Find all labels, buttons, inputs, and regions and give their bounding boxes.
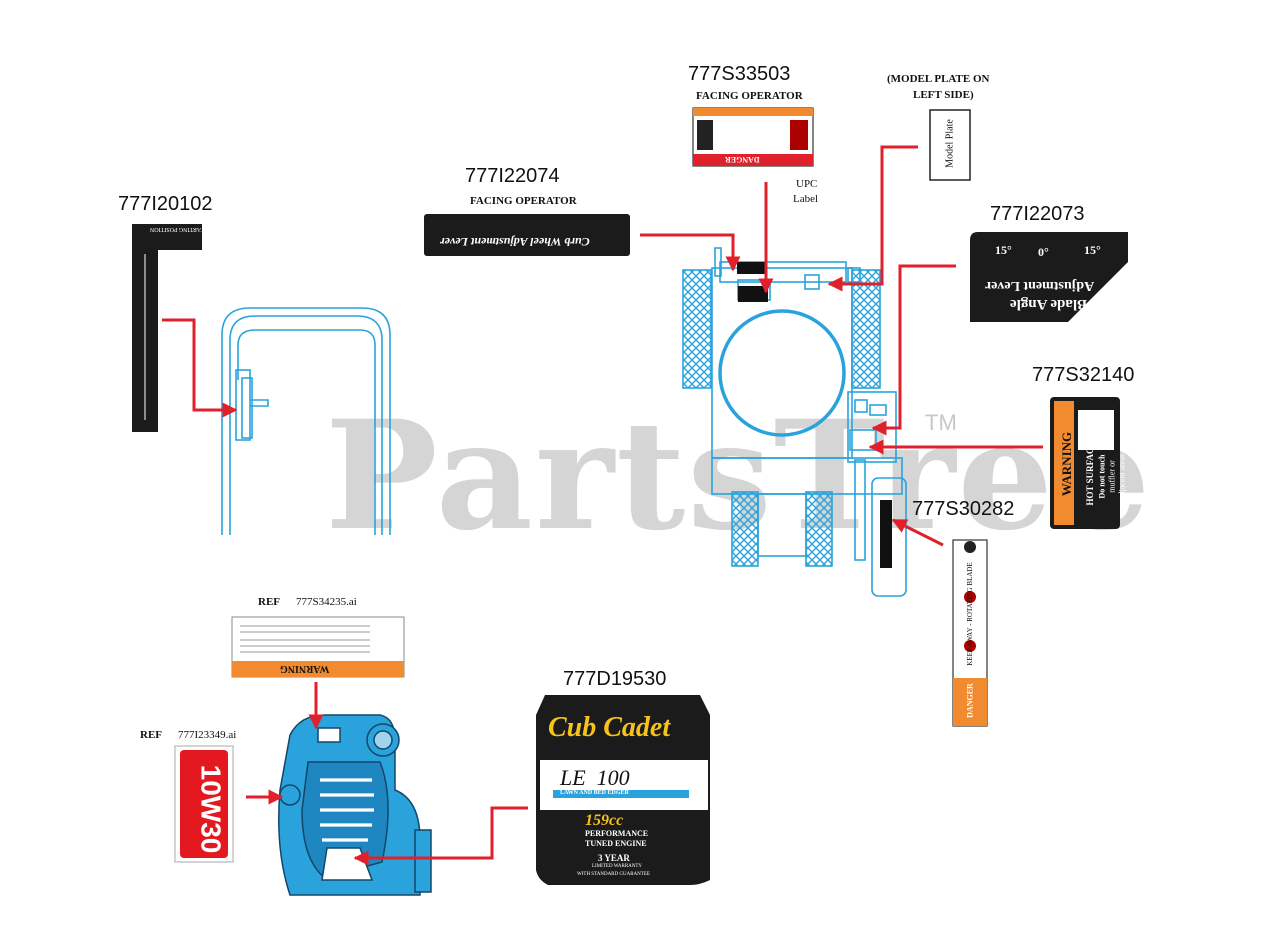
- ref-prefix-1: REF: [258, 596, 280, 608]
- model-plate-text: Model Plate: [944, 119, 956, 168]
- angle-center-text: 0°: [1038, 245, 1049, 259]
- part-number-777D19530: 777D19530: [563, 668, 667, 690]
- part-number-777I22073: 777I22073: [990, 203, 1085, 225]
- model-plate-note-line1: (MODEL PLATE ON: [887, 73, 990, 85]
- trademark-symbol: TM: [925, 410, 957, 435]
- decal-keep-away: [952, 539, 988, 727]
- facing-operator-slot: [738, 286, 768, 302]
- danger-text-side: DANGER: [965, 683, 975, 718]
- hot-warning-title: WARNING: [1059, 431, 1074, 497]
- curb-wheel-text: Curb Wheel Adjustment Lever: [440, 235, 590, 249]
- model-plate-note-line2: LEFT SIDE): [913, 89, 974, 101]
- ref-prefix-2: REF: [140, 729, 162, 741]
- model-plate-box: [929, 109, 971, 181]
- engine-line2-text: TUNED ENGINE: [585, 839, 647, 848]
- decal-blade-depth: [132, 224, 202, 432]
- model-name-text: LE 100: [560, 765, 630, 790]
- handle-drawing: [221, 307, 391, 535]
- blade-depth-text: BLADE DEPTH CONTROL: [204, 284, 212, 368]
- blade-angle-text-1: Blade Angle: [1010, 296, 1088, 312]
- blade-angle-text-2: Adjustment Lever: [985, 278, 1095, 293]
- decal-warning-ref: [231, 616, 405, 678]
- angle-left-text: 15°: [995, 243, 1012, 257]
- part-number-777S32140: 777S32140: [1032, 364, 1135, 386]
- angle-right-text: 15°: [1084, 243, 1101, 257]
- part-number-777I20102: 777I20102: [118, 193, 213, 215]
- upc-label-line2: Label: [793, 193, 819, 205]
- warning-text-ref: WARNING: [280, 663, 330, 674]
- danger-text-top: DANGER: [725, 155, 760, 164]
- oil-text: 10W30: [195, 764, 227, 854]
- warranty-line2-text: WITH STANDARD GUARANTEE: [577, 872, 650, 877]
- part-number-777S33503: 777S33503: [688, 63, 791, 85]
- facing-operator-note-curb: FACING OPERATOR: [470, 195, 577, 207]
- upc-label-line1: UPC: [796, 178, 818, 190]
- keep-away-slot: [880, 500, 892, 568]
- ref-file-1: 777S34235.ai: [296, 596, 357, 608]
- starting-position-text: STARTING POSITION: [150, 226, 208, 232]
- part-number-777S30282: 777S30282: [912, 498, 1015, 520]
- decal-facing-operator: [692, 107, 814, 167]
- hot-warning-line4: adjacent areas: [1117, 453, 1127, 500]
- ref-file-2: 777I23349.ai: [178, 729, 237, 741]
- warranty-line1-text: LIMITED WARRANTY: [592, 864, 643, 869]
- decal-cub-cadet: [536, 695, 710, 885]
- decal-hot-surfaces: [1050, 397, 1120, 529]
- engine-drawing: [278, 714, 432, 896]
- warranty-year-text: 3 YEAR: [598, 853, 630, 863]
- model-sub-text: LAWN AND BED EDGER: [560, 790, 629, 796]
- facing-operator-note-top: FACING OPERATOR: [696, 90, 803, 102]
- part-number-777I22074: 777I22074: [465, 165, 560, 187]
- curb-lever-slot: [737, 262, 767, 274]
- hot-warning-line2: Do not touch: [1097, 454, 1107, 499]
- decal-curb-wheel: [424, 214, 630, 256]
- brand-logo-text: Cub Cadet: [548, 712, 671, 743]
- engine-cc-text: 159cc: [585, 812, 624, 829]
- keep-away-text: KEEP AWAY - ROTATING BLADE: [966, 562, 974, 666]
- engine-line1-text: PERFORMANCE: [585, 829, 649, 838]
- hot-warning-line3: muffler or: [1107, 460, 1117, 493]
- decal-oil: [180, 750, 228, 858]
- decal-blade-angle: [970, 232, 1128, 322]
- hot-warning-line1: HOT SURFACES: [1085, 436, 1095, 506]
- edger-drawing: [682, 247, 907, 597]
